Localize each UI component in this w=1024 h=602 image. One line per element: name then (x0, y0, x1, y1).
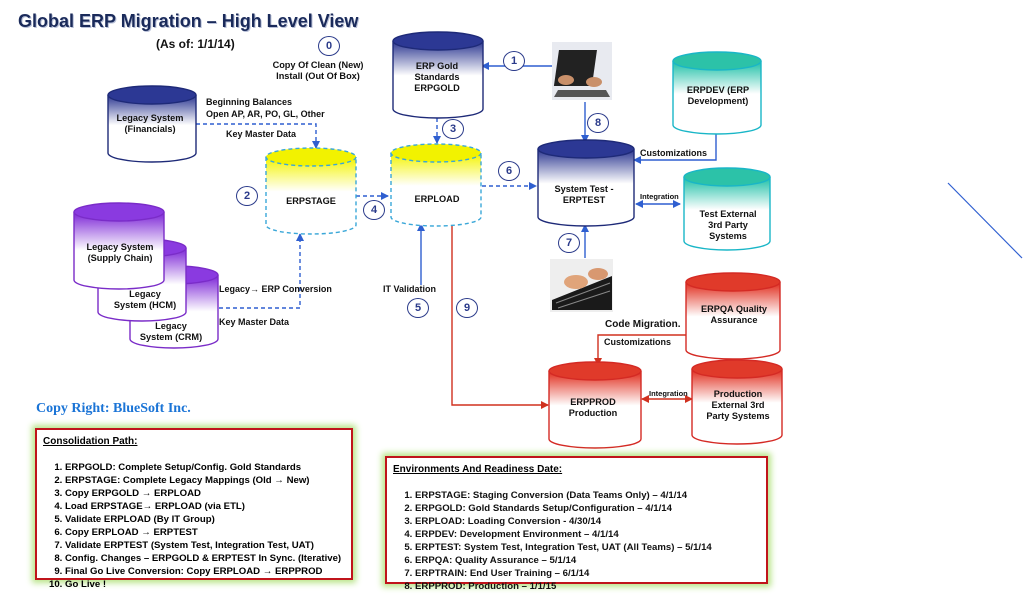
step-number-7: 7 (558, 233, 580, 253)
node-erpprod: ERPPROD Production (568, 397, 618, 418)
as-of-date: (As of: 1/1/14) (156, 37, 235, 51)
label-customizations-dev: Customizations (640, 148, 708, 158)
step-number-5: 5 (407, 298, 429, 318)
list-item: ERPGOLD: Gold Standards Setup/Configurat… (415, 502, 760, 515)
test-external-cylinder (683, 167, 771, 251)
list-item: ERPDEV: Development Environment – 4/1/14 (415, 528, 760, 541)
node-erpgold: ERP Gold Standards ERPGOLD (414, 61, 460, 93)
label-key-master-data-1: Key Master Data (226, 129, 297, 139)
node-erpqa: ERPQA Quality Assurance (700, 304, 768, 325)
node-legacy-hcm: Legacy System (HCM) (113, 289, 177, 310)
arrow-legacy-fin-to-stage (196, 123, 320, 149)
label-key-master-data-2: Key Master Data (219, 317, 290, 327)
legacy-supply-chain-cylinder (73, 202, 165, 290)
list-item: Go Live ! (65, 578, 345, 591)
node-erptest: System Test - ERPTEST (554, 184, 614, 205)
label-it-validation: IT Validation (383, 284, 437, 294)
node-erpdev: ERPDEV (ERP Development) (686, 85, 750, 106)
label-beginning-balances: Beginning Balances (206, 97, 293, 107)
list-item: Load ERPSTAGE→ ERPLOAD (via ETL) (65, 500, 345, 513)
laptop-typing-icon (552, 42, 612, 100)
step-number-4: 4 (363, 200, 385, 220)
step-number-1: 1 (503, 51, 525, 71)
copyright-text: Copy Right: BlueSoft Inc. (36, 401, 191, 416)
erpprod-cylinder (548, 361, 642, 449)
consolidation-path-box: Consolidation Path: ERPGOLD: Complete Se… (35, 428, 353, 590)
label-integration-prod: Integration (649, 389, 688, 398)
arrow-qa-to-prod (594, 334, 686, 366)
label-copy-clean-install: Copy Of Clean (New) Install (Out Of Box) (272, 60, 364, 81)
label-legacy-conversion: Legacy→ ERP Conversion (219, 284, 332, 294)
node-legacy-crm: Legacy System (CRM) (139, 321, 203, 342)
step-number-2: 2 (236, 186, 258, 206)
erpload-cylinder (390, 143, 482, 227)
environment-cylinders (73, 31, 783, 449)
environments-header: Environments And Readiness Date: (393, 464, 563, 475)
list-item: Copy ERPGOLD → ERPLOAD (65, 487, 345, 500)
node-production-external: Production External 3rd Party Systems (706, 389, 770, 421)
list-item: Validate ERPLOAD (By IT Group) (65, 513, 345, 526)
list-item: Validate ERPTEST (System Test, Integrati… (65, 539, 345, 552)
list-item: ERPSTAGE: Complete Legacy Mappings (Old … (65, 474, 345, 487)
production-external-cylinder (691, 359, 783, 445)
step-number-9: 9 (456, 298, 478, 318)
list-item: Copy ERPLOAD → ERPTEST (65, 526, 345, 539)
node-legacy-financials: Legacy System (Financials) (116, 113, 184, 134)
node-erpstage: ERPSTAGE (286, 196, 336, 206)
arrow-legacy-to-stage (219, 233, 304, 309)
step-number-6: 6 (498, 161, 520, 181)
list-item: ERPLOAD: Loading Conversion - 4/30/14 (415, 515, 760, 528)
node-test-external: Test External 3rd Party Systems (699, 209, 757, 241)
list-item: Final Go Live Conversion: Copy ERPLOAD →… (65, 565, 345, 578)
arrow-dev-to-test (633, 132, 717, 164)
decorative-line (947, 182, 1023, 259)
page-title: Global ERP Migration – High Level View (18, 11, 359, 31)
label-customizations-qa: Customizations (604, 337, 672, 347)
list-item: Config. Changes – ERPGOLD & ERPTEST In S… (65, 552, 345, 565)
keyboard-typing-icon (550, 259, 613, 312)
connectors (196, 62, 717, 409)
list-item: ERPSTAGE: Staging Conversion (Data Teams… (415, 489, 760, 502)
erptest-cylinder (537, 139, 635, 227)
node-erpload: ERPLOAD (414, 194, 460, 204)
erpgold-cylinder (392, 31, 484, 119)
label-code-migration: Code Migration. (605, 319, 681, 330)
label-integration-test: Integration (640, 192, 679, 201)
legacy-financials-cylinder (107, 85, 197, 163)
consolidation-path-list: ERPGOLD: Complete Setup/Config. Gold Sta… (43, 461, 345, 591)
list-item: ERPTRAIN: End User Training – 6/1/14 (415, 567, 760, 580)
erpqa-cylinder (685, 272, 781, 360)
label-open-balances: Open AP, AR, PO, GL, Other (206, 109, 325, 119)
list-item: ERPQA: Quality Assurance – 5/1/14 (415, 554, 760, 567)
node-legacy-supply-chain: Legacy System (Supply Chain) (86, 242, 154, 263)
consolidation-path-header: Consolidation Path: (43, 436, 138, 447)
environments-list: ERPSTAGE: Staging Conversion (Data Teams… (393, 489, 760, 593)
erpstage-cylinder (265, 147, 357, 235)
step-number-3: 3 (442, 119, 464, 139)
list-item: ERPGOLD: Complete Setup/Config. Gold Sta… (65, 461, 345, 474)
step-number-8: 8 (587, 113, 609, 133)
list-item: ERPTEST: System Test, Integration Test, … (415, 541, 760, 554)
arrow-load-to-prod (451, 225, 549, 409)
erpdev-cylinder (672, 51, 762, 135)
list-item: ERPPROD: Production – 1/1/15 (415, 580, 760, 593)
step-number-0: 0 (318, 36, 340, 56)
environments-readiness-box: Environments And Readiness Date: ERPSTAG… (385, 456, 768, 592)
